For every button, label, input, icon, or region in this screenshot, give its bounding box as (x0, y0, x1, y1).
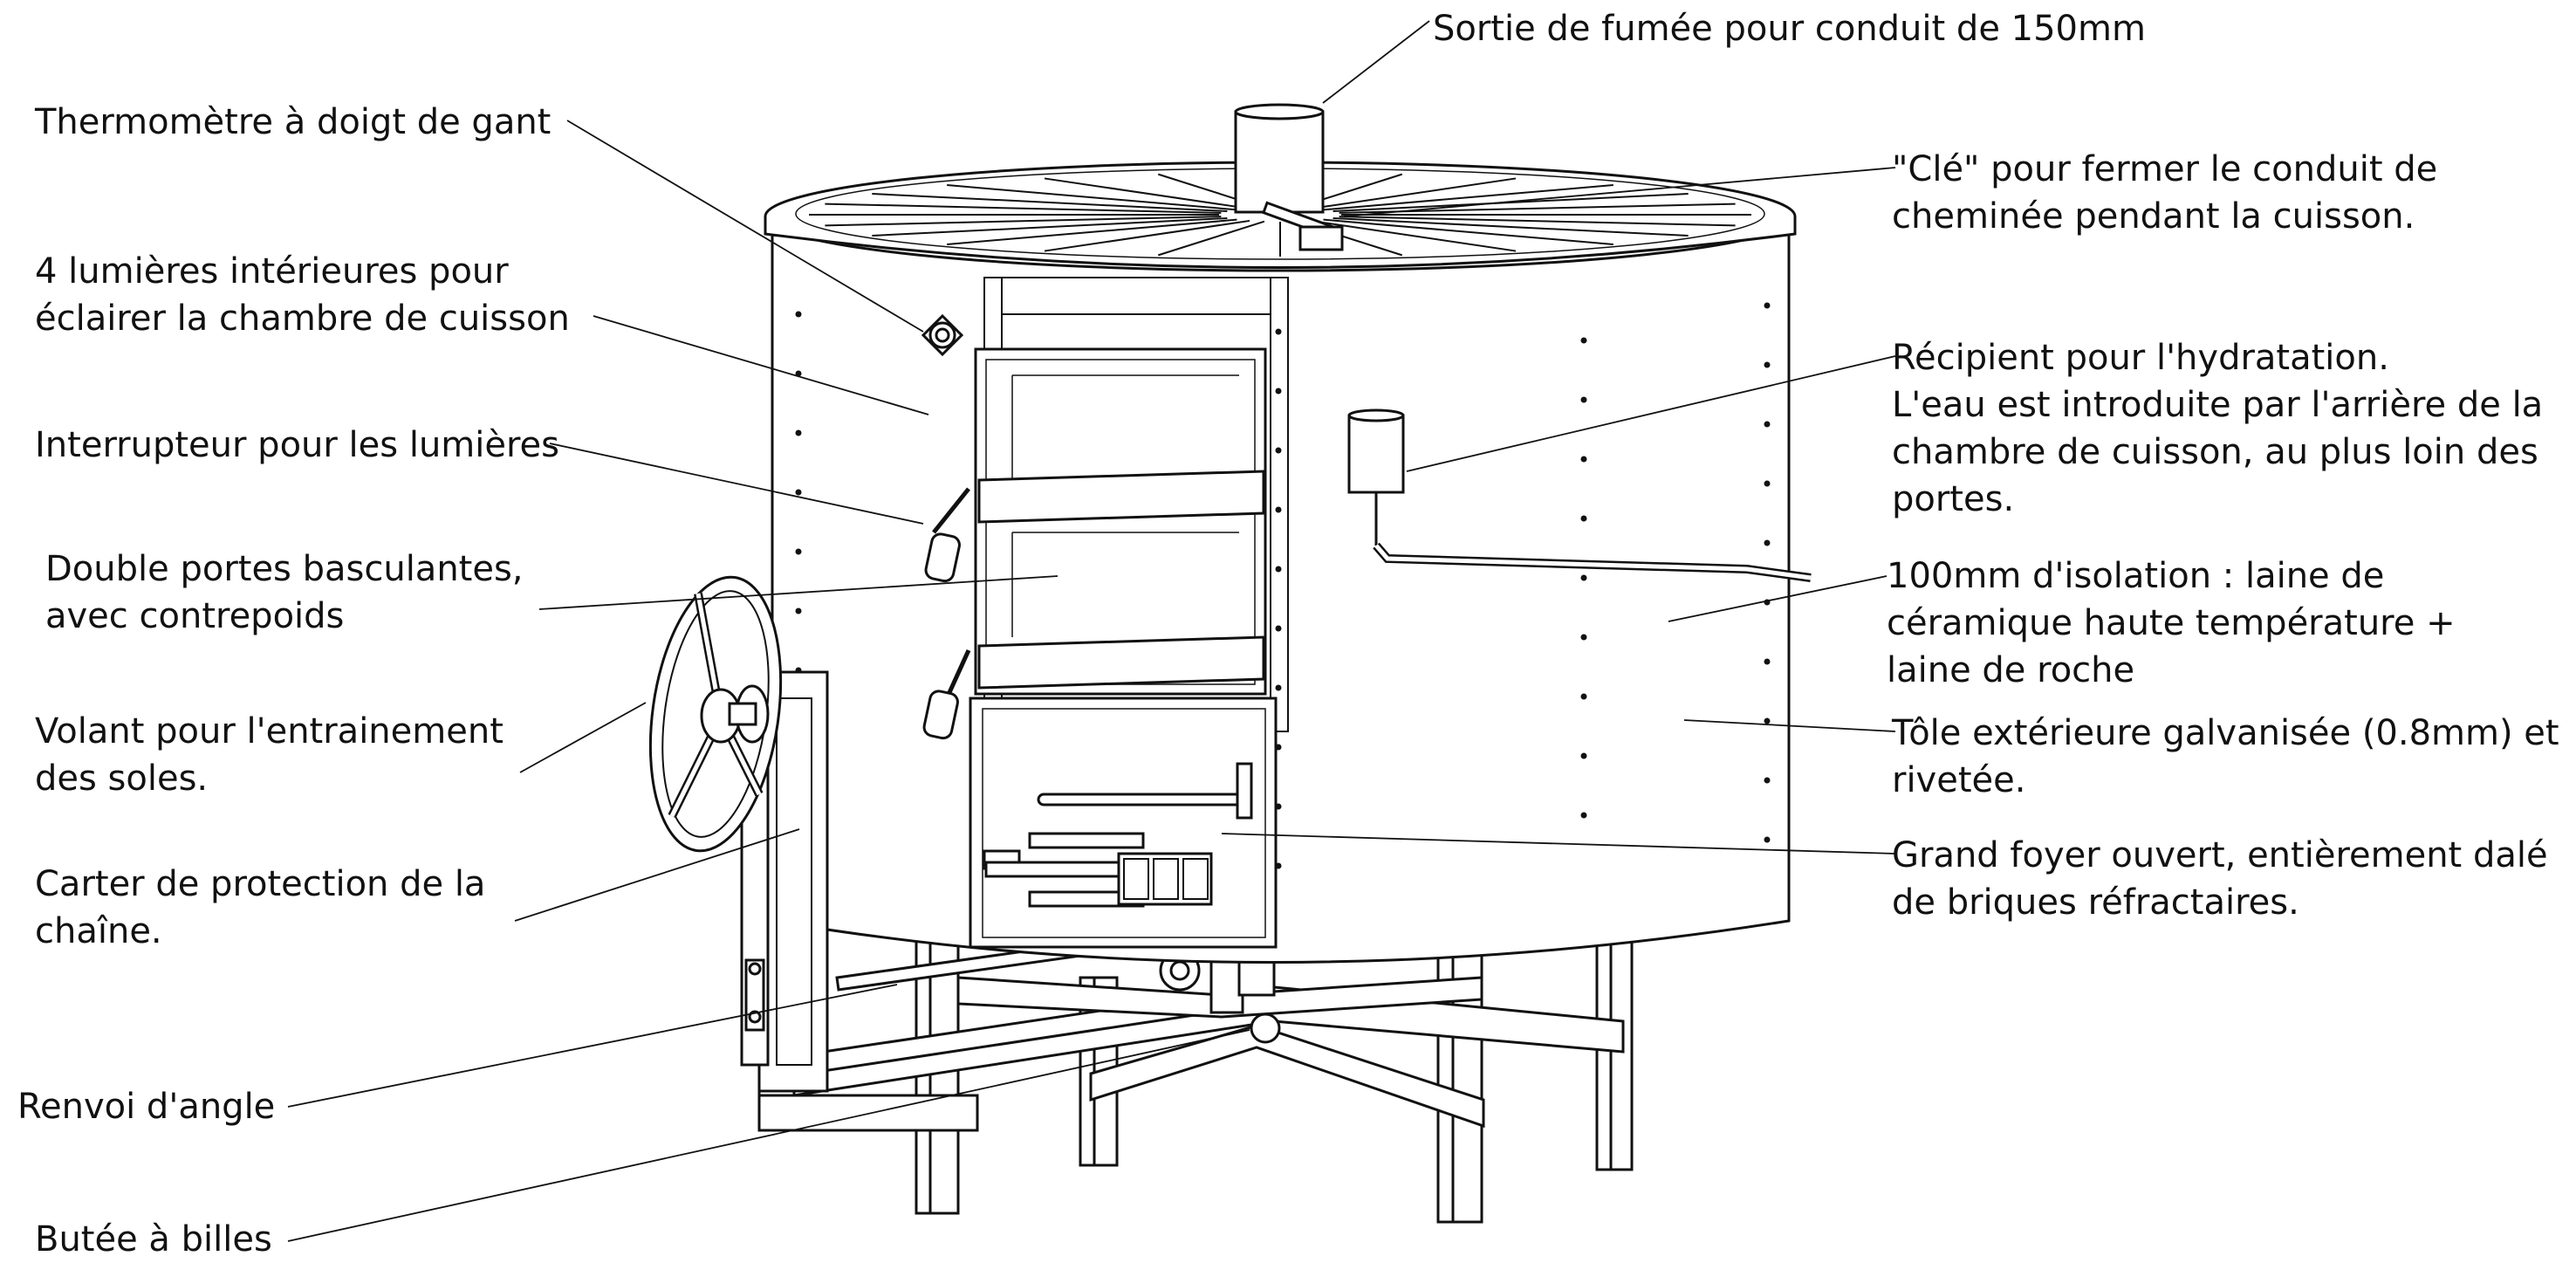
rivet (795, 429, 802, 436)
leader-line (519, 702, 647, 773)
rivet (1275, 862, 1282, 869)
label-light-switch: Interrupteur pour les lumières (35, 425, 559, 465)
rivet (1764, 421, 1771, 428)
door-flap-bottom (977, 635, 1265, 690)
roof-rib (1333, 193, 1689, 212)
roof-rib (1323, 184, 1613, 211)
rivet (1580, 515, 1587, 522)
label-interior-lights: 4 lumières intérieures pour éclairer la … (35, 251, 570, 339)
roof-rib (1323, 218, 1613, 245)
rivet (1764, 717, 1771, 724)
roof-rib (872, 193, 1228, 212)
drive-assembly (648, 575, 979, 1132)
rivet (1275, 684, 1282, 691)
rivet (1764, 361, 1771, 368)
leader-line (593, 315, 929, 415)
leader-line (1406, 355, 1896, 472)
rivet (1275, 388, 1282, 395)
rivet (1275, 566, 1282, 573)
roof-rib (825, 216, 1222, 227)
leader-line (538, 575, 1058, 610)
label-handwheel: Volant pour l'entrainement des soles. (35, 711, 504, 799)
leader-line (1322, 20, 1430, 104)
counterweight (922, 690, 959, 740)
leader-line (287, 1029, 1250, 1242)
rivet (1764, 480, 1771, 487)
rivet (795, 489, 802, 496)
counterweight (924, 532, 961, 583)
rivet (1764, 777, 1771, 784)
rivet (1275, 803, 1282, 810)
roof-rib (1044, 219, 1250, 252)
rivet (1580, 337, 1587, 344)
roof-rib (947, 218, 1237, 245)
label-hydration: Récipient pour l'hydratation. L'eau est … (1892, 338, 2544, 519)
roof-rib (1310, 177, 1517, 210)
label-chimney-key: "Clé" pour fermer le conduit de cheminée… (1892, 149, 2438, 237)
roof-rib (1310, 219, 1517, 252)
rivet (1580, 634, 1587, 641)
rivet (1764, 302, 1771, 309)
leader-line (549, 443, 924, 525)
thrust-bearing (1250, 1012, 1281, 1044)
roof-rib (872, 217, 1228, 237)
rivet (1275, 625, 1282, 632)
leader-line (566, 120, 924, 333)
rivet (1580, 456, 1587, 463)
leader-line (1668, 575, 1887, 622)
roof-rib (1339, 216, 1736, 227)
rivet (1580, 396, 1587, 403)
oven-body (764, 103, 1812, 964)
firebox-bar (1037, 793, 1250, 807)
rivet (795, 311, 802, 318)
rivet (795, 548, 802, 555)
rivet (1580, 693, 1587, 700)
label-outer-sheet: Tôle extérieure galvanisée (0.8mm) et ri… (1892, 713, 2559, 800)
roof-rib (947, 184, 1237, 211)
label-thermometer: Thermomètre à doigt de gant (35, 102, 552, 142)
chimney (1234, 110, 1325, 214)
leader-line (1683, 719, 1896, 732)
label-double-doors: Double portes basculantes, avec contrepo… (45, 549, 524, 636)
rivet (1764, 539, 1771, 546)
roof-rib (1333, 217, 1689, 237)
rivet (1580, 812, 1587, 819)
roof-rib (1157, 220, 1265, 257)
rivet (1764, 658, 1771, 665)
rivet (1275, 447, 1282, 454)
rivet (1580, 574, 1587, 581)
label-firebox: Grand foyer ouvert, entièrement dalé de … (1892, 835, 2548, 923)
label-insulation: 100mm d'isolation : laine de céramique h… (1887, 556, 2456, 690)
leader-line (1343, 167, 1896, 217)
roof-rib (825, 202, 1222, 214)
rivet (1275, 328, 1282, 335)
support-frame (757, 930, 1634, 1224)
label-chain-guard: Carter de protection de la chaîne. (35, 864, 486, 951)
rivet (795, 607, 802, 614)
door-flap-top (977, 470, 1265, 524)
rivet (1275, 744, 1282, 751)
rivet (1580, 752, 1587, 759)
label-smoke-outlet: Sortie de fumée pour conduit de 150mm (1433, 9, 2146, 49)
rivet (1764, 836, 1771, 843)
leader-line (1221, 833, 1896, 855)
leader-line (514, 828, 800, 922)
label-thrust-bearing: Butée à billes (35, 1219, 272, 1260)
leader-line (287, 984, 898, 1108)
front-frame (983, 277, 1289, 315)
leader-lines (287, 20, 1896, 1242)
hydration-tank (1347, 414, 1405, 494)
label-angle-drive: Renvoi d'angle (17, 1087, 276, 1127)
rivet (1275, 506, 1282, 513)
roof-rib (1044, 177, 1250, 210)
